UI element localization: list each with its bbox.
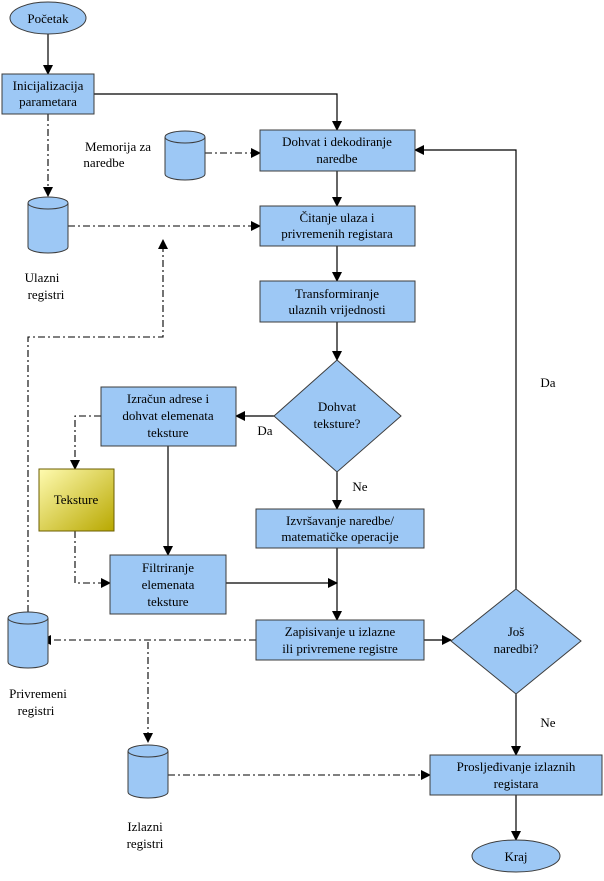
output-regs-label-1: Izlazni [127, 819, 163, 834]
dataflow-temp-read [27, 239, 168, 612]
instr-mem-label-2: naredbe [83, 155, 124, 170]
read-process: Čitanje ulaza i privremenih registara [259, 205, 416, 247]
fetch-process: Dohvat i dekodiranje naredbe [259, 129, 416, 172]
input-regs-store: Ulazni registri [25, 196, 69, 302]
texture-decision: Dohvat teksture? [273, 359, 402, 473]
textures-label: Teksture [54, 492, 99, 507]
address-process: Izračun adrese i dohvat elemenata tekstu… [100, 386, 237, 447]
addr-label-1: Izračun adrese i [127, 391, 210, 406]
solid-connectors [43, 34, 521, 841]
edge-loop-back [414, 145, 517, 589]
more-decision: Još naredbi? [450, 588, 582, 695]
tex-decision-label-2: teksture? [314, 416, 361, 431]
forward-label-1: Prosljeđivanje izlaznih [457, 759, 576, 774]
instr-mem-label-1: Memorija za [85, 139, 151, 154]
more-decision-label-1: Još [508, 624, 525, 639]
edge-label-more-no: Ne [540, 715, 555, 730]
edge-label-more-yes: Da [540, 375, 555, 390]
start-label: Početak [27, 11, 69, 26]
read-label-1: Čitanje ulaza i [299, 210, 374, 225]
write-process: Zapisivanje u izlazne ili privremene reg… [255, 619, 425, 661]
fetch-label-1: Dohvat i dekodiranje [282, 134, 392, 149]
execute-label-2: matematičke operacije [281, 529, 399, 544]
forward-process: Prosljeđivanje izlaznih registara [429, 754, 603, 796]
init-label-1: Inicijalizacija [13, 78, 84, 93]
instr-mem-store: Memorija za naredbe [83, 130, 206, 181]
addr-label-3: teksture [147, 425, 188, 440]
tex-decision-label-1: Dohvat [318, 399, 357, 414]
filter-label-2: elemenata [142, 577, 195, 592]
dataflow-textures-filter [74, 531, 111, 588]
edge-label-tex-no: Ne [352, 479, 367, 494]
filter-process: Filtriranje elemenata teksture [109, 554, 227, 615]
transform-process: Transformiranje ulaznih vrijednosti [259, 280, 416, 323]
end-label: Kraj [504, 849, 527, 864]
output-regs-store: Izlazni registri [127, 744, 169, 851]
filter-label-1: Filtriranje [142, 560, 194, 575]
dashed-connectors [27, 114, 431, 780]
init-label-2: parametara [19, 94, 77, 109]
start-terminal: Početak [9, 1, 87, 35]
dataflow-addr-textures [70, 415, 101, 470]
fetch-label-2: naredbe [316, 151, 357, 166]
temp-regs-label-2: registri [18, 703, 55, 718]
read-label-2: privremenih registara [281, 226, 393, 241]
input-regs-label-1: Ulazni [25, 270, 60, 285]
temp-regs-label-1: Privremeni [9, 686, 67, 701]
execute-process: Izvršavanje naredbe/ matematičke operaci… [255, 508, 425, 549]
write-label-2: ili privremene registre [282, 641, 398, 656]
transform-label-1: Transformiranje [295, 286, 379, 301]
init-process: Inicijalizacija parametara [1, 73, 95, 115]
forward-label-2: registara [494, 776, 539, 791]
addr-label-2: dohvat elemenata [122, 408, 214, 423]
temp-regs-store: Privremeni registri [7, 611, 67, 718]
edge-label-tex-yes: Da [257, 423, 272, 438]
write-label-1: Zapisivanje u izlazne [285, 624, 396, 639]
edge-init-fetch [94, 93, 342, 131]
output-regs-label-2: registri [127, 836, 164, 851]
filter-label-3: teksture [147, 594, 188, 609]
textures-store: Teksture [38, 468, 115, 532]
end-terminal: Kraj [471, 839, 561, 873]
more-decision-label-2: naredbi? [494, 641, 539, 656]
input-regs-label-2: registri [28, 287, 65, 302]
execute-label-1: Izvršavanje naredbe/ [286, 513, 394, 528]
transform-label-2: ulaznih vrijednosti [288, 302, 386, 317]
